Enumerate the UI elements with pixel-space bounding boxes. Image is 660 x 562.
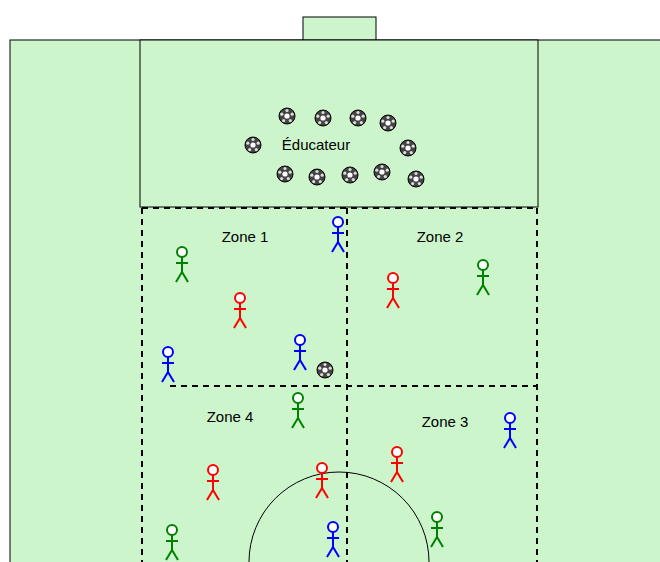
player: [391, 447, 403, 482]
ball: [400, 140, 416, 156]
ball: [374, 164, 390, 180]
player: [387, 273, 399, 308]
players: [162, 217, 516, 560]
player: [294, 335, 306, 370]
ball: [277, 166, 293, 182]
balls: [245, 108, 424, 378]
player: [327, 522, 339, 557]
player: [176, 247, 188, 282]
field: [10, 40, 660, 562]
ball: [380, 115, 396, 131]
ball: [408, 171, 424, 187]
coach-label: Éducateur: [282, 137, 350, 152]
player: [292, 393, 304, 428]
player: [207, 465, 219, 500]
player: [162, 347, 174, 382]
player: [234, 293, 246, 328]
ball: [245, 137, 261, 153]
zone-label: Zone 2: [417, 229, 464, 244]
player: [477, 260, 489, 295]
player: [431, 512, 443, 547]
penalty-area: [140, 40, 538, 207]
zone-label: Zone 4: [207, 409, 254, 424]
player: [332, 217, 344, 252]
zone-label: Zone 3: [422, 414, 469, 429]
player: [166, 525, 178, 560]
ball: [315, 110, 331, 126]
ball: [279, 108, 295, 124]
center-circle: [249, 472, 429, 562]
player: [504, 413, 516, 448]
zone-lines: [142, 208, 537, 562]
goal: [303, 17, 376, 40]
player: [316, 463, 328, 498]
ball: [317, 362, 333, 378]
zone-label: Zone 1: [222, 229, 269, 244]
ball: [350, 110, 366, 126]
ball: [309, 169, 325, 185]
ball: [342, 167, 358, 183]
